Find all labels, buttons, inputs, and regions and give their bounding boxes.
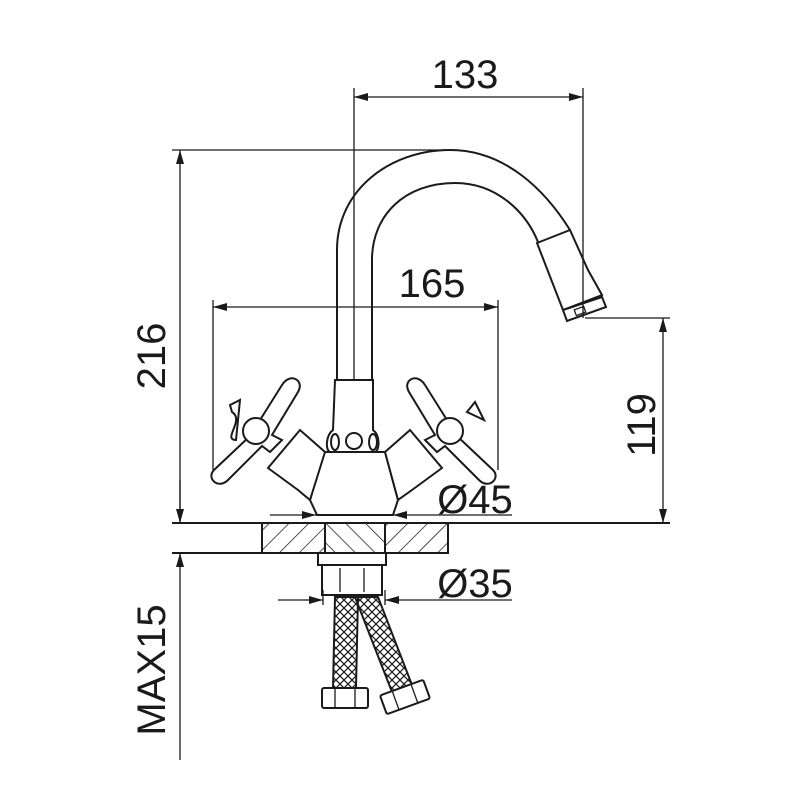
hose-nut-right [379, 679, 431, 715]
dim-45-label: Ø45 [437, 478, 513, 522]
dimension-total-height: 216 [130, 149, 450, 523]
left-valve [266, 428, 327, 502]
right-handle [406, 377, 497, 485]
spout [336, 148, 608, 380]
dimension-spout-height: 119 [585, 317, 670, 523]
dim-119-label: 119 [620, 393, 664, 457]
dim-216-label: 216 [130, 323, 174, 390]
dim-max15-label: MAX15 [130, 604, 174, 735]
dim-165-label: 165 [399, 262, 466, 306]
dimension-max-counter: MAX15 [130, 480, 184, 760]
dim-35-label: Ø35 [437, 562, 513, 606]
dimension-base-diameter: Ø45 [270, 478, 513, 522]
dimension-handle-span: 165 [212, 262, 499, 470]
dim-133-label: 133 [432, 53, 499, 97]
left-handle [210, 377, 301, 485]
supply-hoses [321, 596, 431, 715]
spout-collar [535, 228, 604, 312]
hose-nut-left [321, 687, 369, 709]
body-base [308, 451, 400, 516]
right-valve [383, 428, 444, 502]
mounting-nut [317, 552, 387, 596]
dimension-mount-diameter: Ø35 [278, 562, 513, 606]
countertop [172, 522, 670, 554]
dimension-spout-reach: 133 [353, 53, 584, 380]
faucet-body [266, 379, 444, 516]
